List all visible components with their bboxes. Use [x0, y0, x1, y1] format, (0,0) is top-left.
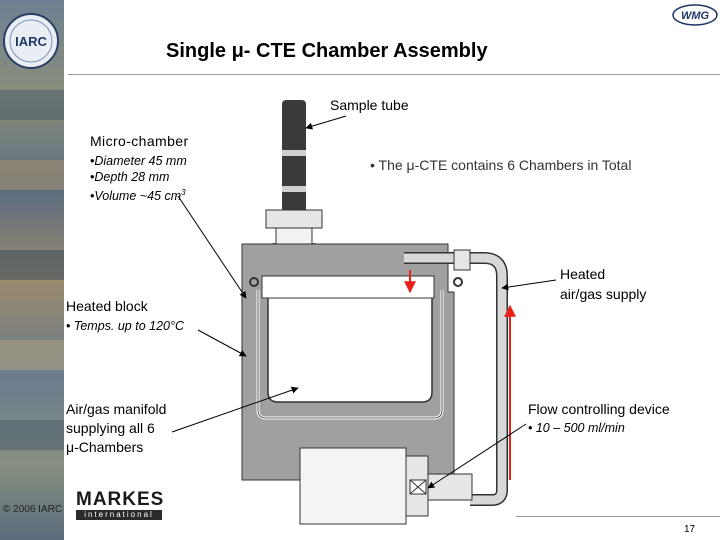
- iarc-logo: IARC: [3, 13, 59, 69]
- sidebar-texture: [0, 420, 64, 450]
- arrow-flow-device: [427, 423, 527, 489]
- svg-text:WMG: WMG: [681, 10, 710, 22]
- micro-chamber-diameter: •Diameter 45 mm: [90, 154, 187, 168]
- label-micro-chamber: Micro-chamber: [90, 133, 189, 149]
- sidebar-photo-strip: IARC: [0, 0, 64, 540]
- markes-logo: MARKES international: [76, 489, 165, 520]
- sidebar-texture: [0, 250, 64, 280]
- page-number: 17: [684, 524, 696, 535]
- label-heated-block: Heated block: [66, 298, 148, 314]
- arrow-micro-chamber: [177, 195, 247, 299]
- arrow-heated-block: [197, 329, 247, 357]
- copyright-text: © 2006 IARC: [3, 504, 63, 515]
- footer-divider: [516, 516, 720, 517]
- micro-chamber-depth: •Depth 28 mm: [90, 170, 170, 184]
- label-heated-supply-line1: Heated: [560, 266, 606, 282]
- label-flow-device: Flow controlling device: [528, 401, 670, 417]
- svg-text:IARC: IARC: [15, 34, 47, 49]
- page-title: Single μ- CTE Chamber Assembly: [166, 40, 488, 62]
- micro-chamber-volume: •Volume ~45 cm3: [90, 188, 186, 204]
- manifold-line3: μ-Chambers: [66, 439, 144, 455]
- label-chambers-total: • The μ-CTE contains 6 Chambers in Total: [370, 157, 632, 173]
- label-manifold: Air/gas manifold supplying all 6 μ-Chamb…: [66, 400, 166, 457]
- wmg-logo: WMG: [672, 4, 718, 26]
- manifold-line1: Air/gas manifold: [66, 401, 167, 417]
- label-sample-tube: Sample tube: [330, 97, 409, 113]
- flow-controlling-device: [299, 447, 473, 525]
- heated-supply-pipe: [404, 249, 508, 506]
- sidebar-texture: [0, 340, 64, 370]
- sidebar-texture: [0, 160, 64, 190]
- sidebar-texture: [0, 90, 64, 120]
- manifold-line2: supplying all 6: [66, 420, 155, 436]
- arrow-sample-tube: [305, 115, 347, 130]
- heated-block-temps: • Temps. up to 120°C: [66, 319, 185, 333]
- micro-chamber-cavity: [267, 295, 433, 403]
- label-heated-supply-line2: air/gas supply: [560, 286, 647, 302]
- title-divider: [68, 74, 720, 75]
- arrow-heated-supply: [501, 279, 557, 291]
- arrow-manifold: [171, 386, 299, 433]
- flow-device-range: • 10 – 500 ml/min: [528, 421, 625, 435]
